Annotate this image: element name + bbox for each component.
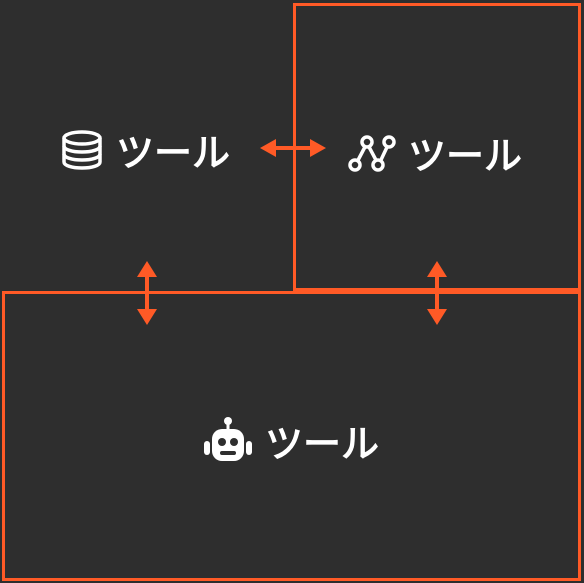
database-tool-label-group: ツール <box>60 122 230 177</box>
robot-tool-label: ツール <box>265 422 380 466</box>
database-icon <box>62 129 102 170</box>
robot-icon <box>204 416 252 461</box>
vertical-double-arrow-left <box>137 261 157 325</box>
graph-tool-label-group: ツール <box>348 125 522 180</box>
graph-tool-label: ツール <box>408 134 523 178</box>
vertical-double-arrow-right <box>427 261 447 325</box>
graph-tool-panel: ツール <box>293 3 581 291</box>
robot-tool-panel: ツール <box>2 291 581 581</box>
database-tool-label: ツール <box>116 131 231 175</box>
horizontal-double-arrow <box>260 139 326 157</box>
database-tool-panel: ツール <box>0 0 294 292</box>
graph-nodes-icon <box>348 134 396 172</box>
robot-tool-label-group: ツール <box>203 413 379 468</box>
